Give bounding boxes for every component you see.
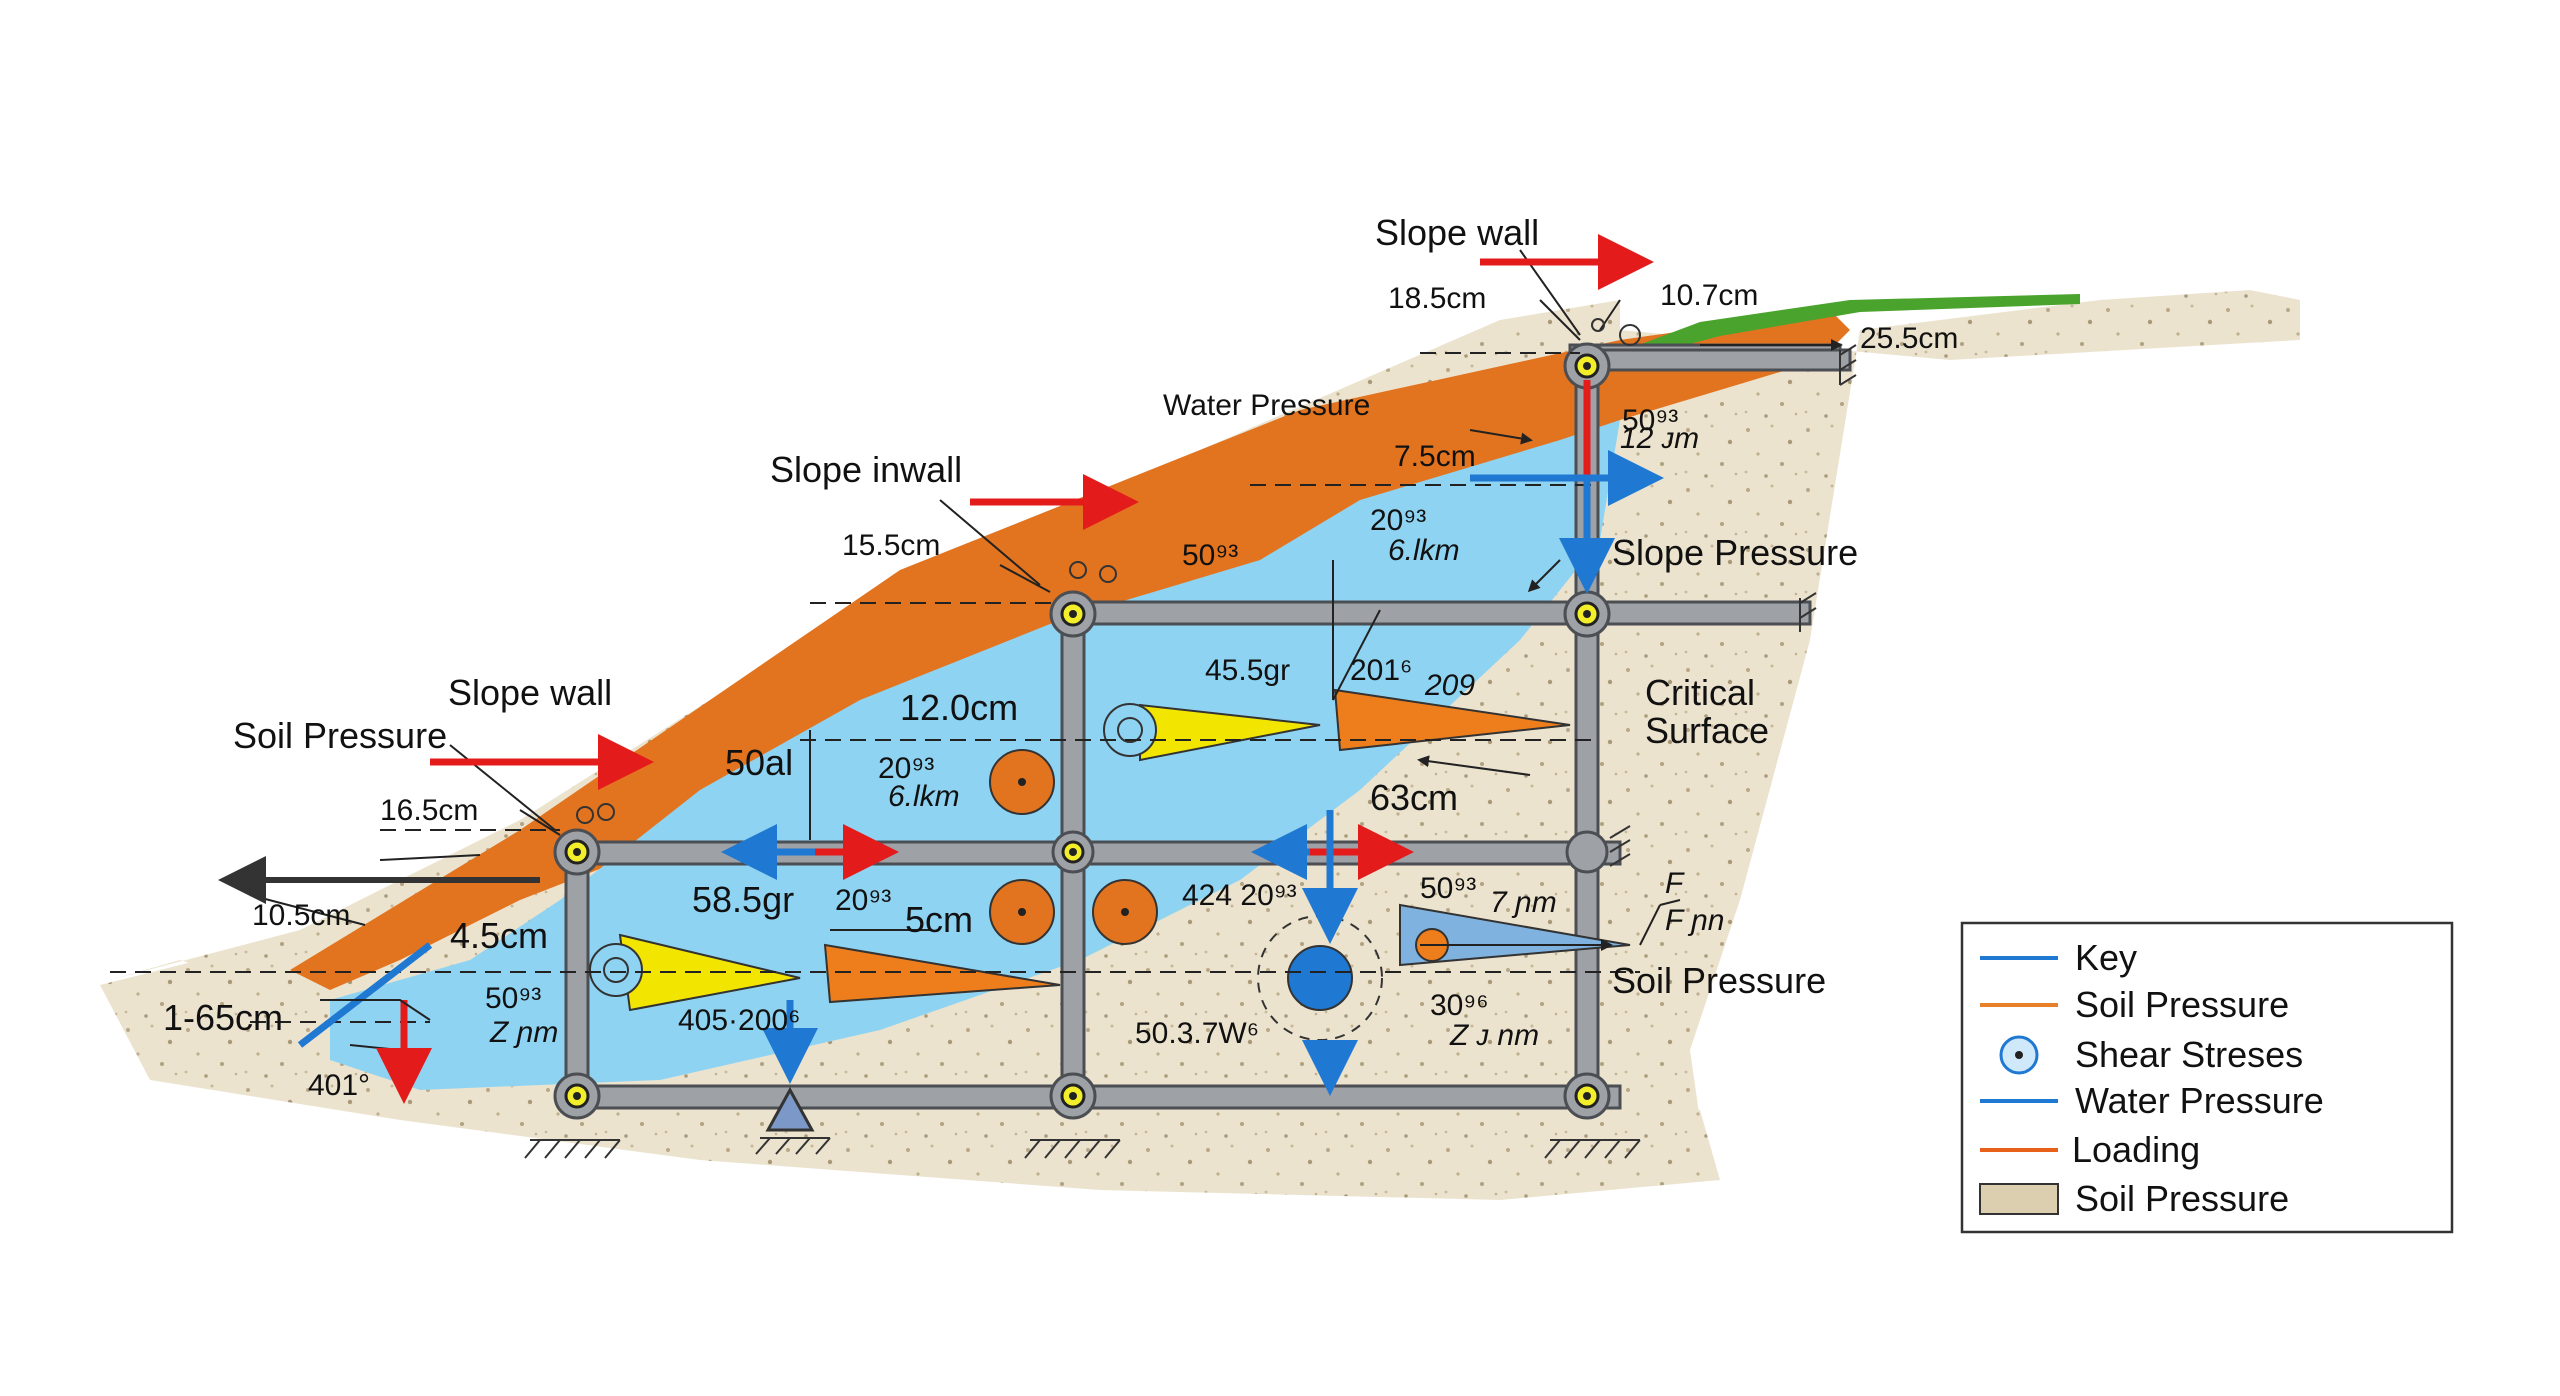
- pivot-circle-upper: [1103, 703, 1157, 757]
- frame-node: [553, 1072, 601, 1120]
- label-value-12-top: 12 ᴊm: [1620, 422, 1699, 455]
- leader-line: [1469, 429, 1533, 445]
- label-value-50-mid: 50⁹³: [1182, 539, 1238, 572]
- frame-node: [1049, 590, 1097, 638]
- frame-node: [553, 828, 601, 876]
- label-value-20-mid: 20⁹³: [1370, 504, 1426, 537]
- label-value-401: 401°: [308, 1069, 370, 1102]
- legend: Key Soil Pressure Shear Streses Water Pr…: [1960, 921, 2454, 1234]
- orange-ball: [1092, 879, 1158, 945]
- label-critical-surface: Critical: [1645, 672, 1755, 713]
- orange-ball: [989, 749, 1055, 815]
- label-value-7nm: 7 ɲm: [1490, 886, 1557, 919]
- beam-mid-upper: [1058, 600, 1812, 626]
- label-value-20-left: 20⁹³: [878, 752, 934, 785]
- label-water-pressure: Water Pressure: [1163, 389, 1370, 422]
- frame-node: [1049, 1072, 1097, 1120]
- label-dim-5: 5cm: [905, 899, 973, 940]
- frame-node: [1565, 830, 1609, 874]
- label-value-503: 50.3.7W⁶: [1135, 1017, 1259, 1050]
- label-slope-wall-top: Slope wall: [1375, 212, 1539, 253]
- legend-box: [1960, 921, 2454, 1234]
- legend-label-key: Key: [2075, 937, 2137, 978]
- legend-label-water-pressure: Water Pressure: [2075, 1080, 2324, 1121]
- label-value-z-m: Z ɲm: [489, 1016, 558, 1049]
- label-dim-7-5: 7.5cm: [1394, 440, 1476, 473]
- label-value-20-lower: 20⁹³: [835, 884, 891, 917]
- label-value-F: F: [1665, 867, 1685, 900]
- grass-strip: [1620, 294, 2080, 360]
- label-dim-10-7: 10.7cm: [1660, 279, 1758, 312]
- label-value-50al: 50al: [725, 742, 793, 783]
- label-value-z-nm: Z ᴊ nm: [1449, 1019, 1539, 1052]
- legend-label-soil-pressure: Soil Pressure: [2075, 984, 2289, 1025]
- label-slope-inwall: Slope inwall: [770, 449, 962, 490]
- label-value-6lkm-mid: 6.lkm: [1388, 534, 1460, 567]
- water-zone: [330, 420, 1620, 1090]
- orange-wedge-lower: [823, 943, 1061, 1004]
- legend-swatch-shear-stresses: [1999, 1035, 2039, 1075]
- leader-line: [1639, 899, 1681, 946]
- label-dim-12-0: 12.0cm: [900, 687, 1018, 728]
- frame-node: [1563, 590, 1611, 638]
- orange-ball: [989, 879, 1055, 945]
- force-arrow-blue: [297, 942, 433, 1048]
- wall-top-hinge: [576, 318, 1641, 824]
- leader-line: [320, 999, 431, 1021]
- label-value-50-low: 50⁹³: [485, 982, 541, 1015]
- leader-line: [1332, 560, 1381, 701]
- label-dim-15-5: 15.5cm: [842, 529, 940, 562]
- label-dim-10-5: 10.5cm: [252, 899, 350, 932]
- leader-line: [809, 730, 930, 931]
- legend-swatch-soil-box: [1979, 1183, 2059, 1215]
- label-value-45-5gr: 45.5gr: [1205, 654, 1290, 687]
- label-soil-pressure-right: Soil Pressure: [1612, 960, 1826, 1001]
- label-value-405: 405·200⁶: [678, 1004, 800, 1037]
- label-dim-25-5: 25.5cm: [1860, 322, 1958, 355]
- orange-wedge-upper: [1333, 688, 1571, 752]
- beam-top-ext: [1588, 348, 1852, 372]
- label-value-Fnn: F ɲn: [1665, 904, 1725, 937]
- label-value-30: 30⁹⁶: [1430, 989, 1489, 1022]
- frame-node: [1563, 1072, 1611, 1120]
- label-dim-63: 63cm: [1370, 777, 1458, 818]
- leader-line: [1527, 559, 1561, 593]
- frame-node: [1051, 830, 1095, 874]
- leader-line: [1417, 755, 1531, 776]
- leader-line: [939, 499, 1051, 593]
- label-dim-18-5: 18.5cm: [1388, 282, 1486, 315]
- label-soil-pressure-left: Soil Pressure: [233, 715, 447, 756]
- label-value-58-5gr: 58.5gr: [692, 879, 794, 920]
- legend-label-soil-pressure-box: Soil Pressure: [2075, 1178, 2289, 1219]
- blue-wedge: [1399, 903, 1631, 967]
- pivot-circle-lower: [589, 943, 643, 997]
- leader-line: [379, 854, 481, 861]
- label-slope-wall-left: Slope wall: [448, 672, 612, 713]
- legend-label-shear-stresses: Shear Streses: [2075, 1034, 2303, 1075]
- label-dim-1-65: 1-65cm: [163, 997, 283, 1038]
- label-dim-16-5: 16.5cm: [380, 794, 478, 827]
- legend-label-loading: Loading: [2072, 1129, 2200, 1170]
- label-slope-pressure: Slope Pressure: [1612, 532, 1858, 573]
- ground-support-hatch: [524, 344, 1857, 1159]
- label-value-6lkm-left: 6.lkm: [888, 780, 960, 813]
- label-value-50-top: 50⁹³: [1622, 404, 1678, 437]
- label-value-50-right: 50⁹³: [1420, 872, 1476, 905]
- label-value-201: 201⁶: [1350, 654, 1412, 687]
- pin-support: [755, 1086, 831, 1155]
- label-critical-surface: Surface: [1645, 710, 1769, 751]
- column-left: [564, 840, 590, 1110]
- label-value-424: 424 20⁹³: [1182, 879, 1297, 912]
- label-dim-4-5: 4.5cm: [450, 915, 548, 956]
- label-value-209: 209: [1424, 669, 1475, 702]
